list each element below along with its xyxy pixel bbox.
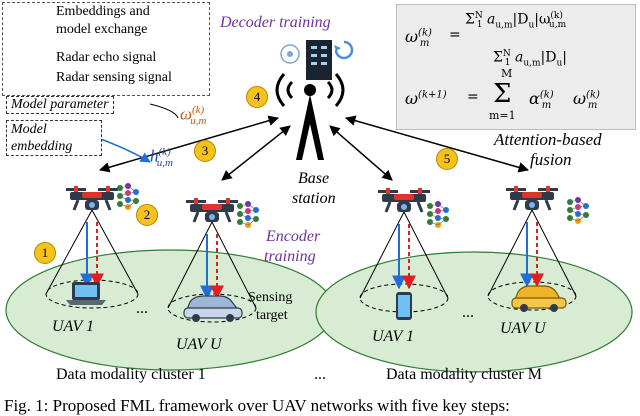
dots-left-label: ...	[136, 300, 148, 317]
legend-exchange-label-2: model exchange	[56, 22, 148, 37]
uav-1-right-label: UAV 1	[372, 328, 415, 345]
exchange-arrow-3	[329, 125, 393, 181]
uav-u-right-label: UAV U	[500, 320, 546, 337]
attention-label-2: fusion	[530, 150, 572, 169]
step-1-badge: 1	[34, 242, 56, 264]
refresh-icon	[334, 40, 354, 60]
sensing-target-label-2: target	[256, 308, 288, 323]
decoder-training-label: Decoder training	[220, 14, 331, 31]
laptop-icon	[66, 282, 106, 305]
eq1-equals: =	[449, 27, 461, 43]
h-um-symbol: h(k)u,m	[150, 146, 173, 170]
model-embedding-line-1: Model	[11, 122, 47, 137]
uav-icon-right-u	[504, 184, 560, 212]
phone-icon	[396, 292, 412, 320]
step-2-badge: 2	[136, 204, 158, 226]
omega-um-symbol: ω(k)u,m	[180, 104, 207, 128]
eq2-sum-bottom: m=1	[489, 109, 516, 122]
neural-net-icon-right-1	[426, 200, 450, 229]
neural-net-icon-right-u	[566, 196, 590, 225]
exchange-arrow-4	[344, 115, 530, 173]
server-icon	[306, 40, 332, 80]
car-icon-left	[183, 295, 243, 322]
sensing-cone-left-1	[45, 209, 139, 309]
step-5-badge: 5	[436, 148, 458, 170]
step-4-badge: 4	[246, 86, 268, 108]
model-embedding-line-2: embedding	[11, 139, 73, 154]
dots-right-label: ...	[462, 304, 474, 321]
model-embedding-box: Model embedding	[6, 120, 102, 156]
eq1-denominator: ΣN1 au,m|Du|	[493, 49, 567, 69]
eq2-sum-top: M	[501, 67, 513, 80]
neural-net-icon-left-u	[236, 200, 260, 229]
param-callout-line	[149, 103, 179, 119]
eq1-lhs: ω(k)m	[405, 27, 432, 50]
embedding-callout-line	[97, 137, 151, 163]
eq2-omega: ω(k)m	[573, 89, 600, 112]
sensing-cone-left-u	[167, 221, 257, 323]
model-parameter-box: Model parameter	[6, 96, 114, 114]
eq2-equals: =	[467, 89, 479, 105]
legend-sensing-label: Radar sensing signal	[56, 70, 172, 85]
cluster-ellipse-right	[315, 251, 633, 373]
base-station-label-1: Base	[298, 170, 330, 187]
eq2-lhs: ω(k+1)	[405, 89, 447, 108]
legend-echo-label: Radar echo signal	[56, 50, 157, 65]
legend-exchange-label: Embeddings and	[56, 4, 150, 19]
uav-icon-left-1	[64, 184, 120, 212]
attention-label-1: Attention-based	[494, 130, 602, 149]
step-3-badge: 3	[194, 140, 216, 162]
uav-icon-left-u	[184, 196, 240, 224]
formula-box: ω(k)m = ΣN1 au,m|Du|ω(k)u,m ΣN1 au,m|Du|…	[396, 4, 636, 130]
encoder-training-label-2: training	[264, 248, 316, 265]
sensing-target-label-1: Sensing	[248, 290, 293, 305]
eq1-numerator: ΣN1 au,m|Du|ω(k)u,m	[465, 11, 567, 31]
figure-caption: Fig. 1: Proposed FML framework over UAV …	[4, 396, 510, 415]
cluster-mid-dots: ...	[314, 366, 326, 383]
uav-u-left-label: UAV U	[176, 336, 222, 353]
cluster-left-label: Data modality cluster 1	[56, 366, 206, 383]
eq2-alpha: α(k)m	[529, 89, 554, 112]
cluster-right-label: Data modality cluster M	[386, 366, 542, 383]
uav-1-left-label: UAV 1	[52, 318, 95, 335]
eq2-sum: Σ	[493, 79, 512, 109]
neural-net-icon-left-1	[116, 182, 140, 211]
base-station-label-2: station	[292, 190, 336, 207]
exchange-arrow-2	[221, 125, 291, 181]
sensing-cone-right-u	[487, 209, 577, 311]
car-icon-right	[511, 285, 567, 312]
legend-box	[2, 2, 210, 96]
brain-network-icon	[280, 44, 300, 64]
uav-icon-right-1	[376, 186, 432, 214]
encoder-training-label-1: Encoder	[266, 228, 321, 245]
sensing-cone-right-1	[359, 211, 449, 313]
base-station-antenna-icon	[275, 73, 345, 160]
